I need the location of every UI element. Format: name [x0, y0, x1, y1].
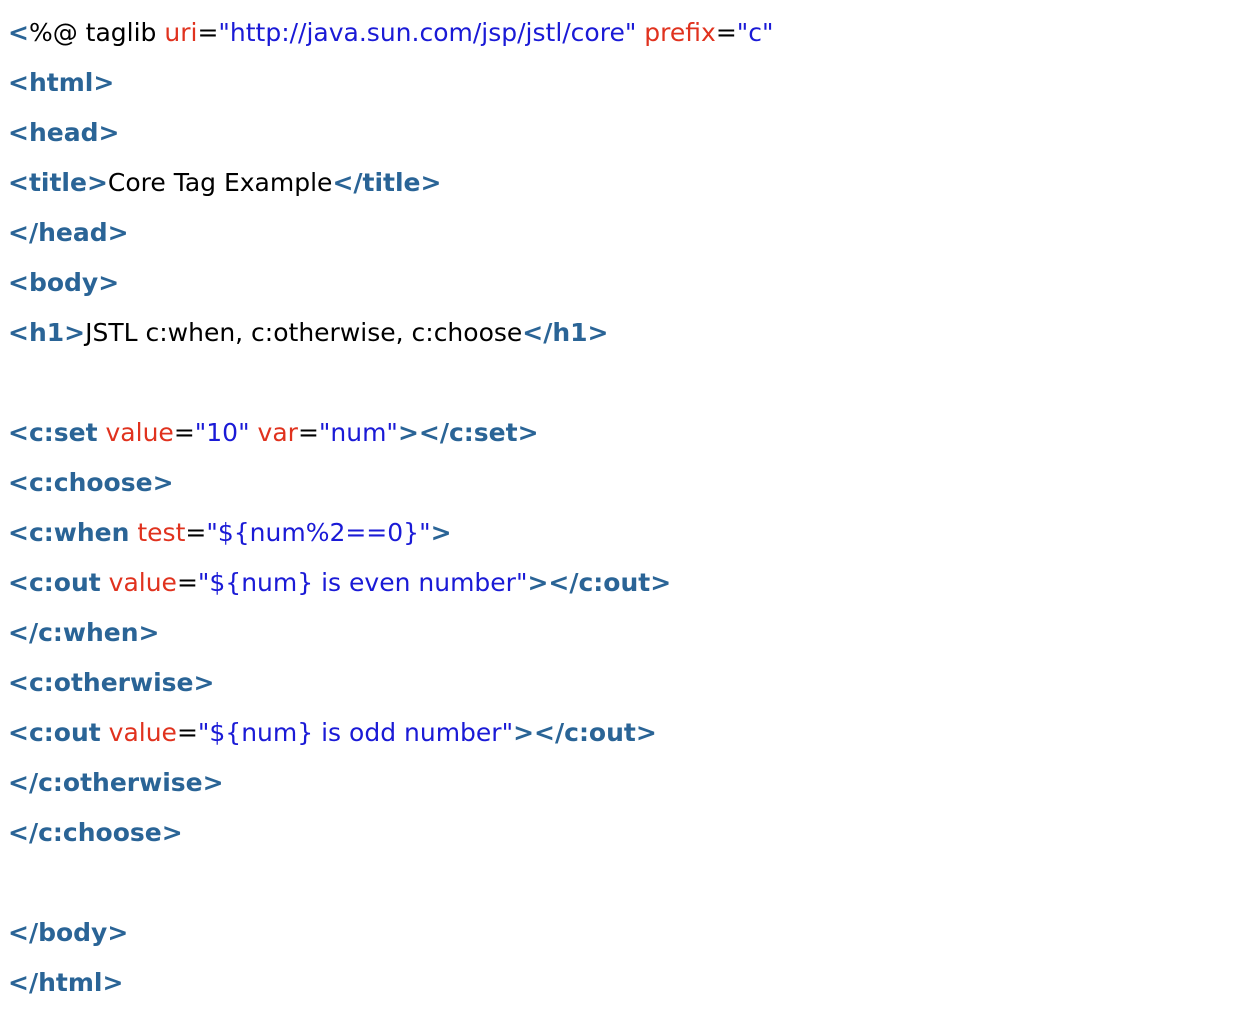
blank-line: [8, 358, 1248, 408]
blank-line: [8, 858, 1248, 908]
code-line: <c:set value="10" var="num"></c:set>: [8, 408, 1248, 458]
tag-token: </title>: [332, 168, 442, 197]
text-token: [98, 418, 106, 447]
code-line: </head>: [8, 208, 1248, 258]
tag-token: </body>: [8, 918, 129, 947]
equals-token: =: [176, 718, 198, 747]
attribute-token: value: [105, 418, 174, 447]
equals-token: =: [173, 418, 195, 447]
attribute-token: prefix: [644, 18, 716, 47]
tag-token: <c:out: [8, 568, 101, 597]
tag-token: </h1>: [522, 318, 609, 347]
value-token: "num": [318, 418, 398, 447]
tag-token: <html>: [8, 68, 115, 97]
code-line: </c:otherwise>: [8, 758, 1248, 808]
value-token: "${num} is odd number": [197, 718, 514, 747]
tag-token: ></c:out>: [513, 718, 657, 747]
tag-token: <c:out: [8, 718, 101, 747]
tag-token: <: [8, 18, 29, 47]
tag-token: <body>: [8, 268, 120, 297]
attribute-token: value: [108, 718, 177, 747]
tag-token: >: [430, 518, 452, 547]
tag-token: ></c:set>: [397, 418, 539, 447]
code-line: </c:when>: [8, 608, 1248, 658]
code-line: <c:when test="${num%2==0}">: [8, 508, 1248, 558]
equals-token: =: [176, 568, 198, 597]
code-line: <html>: [8, 58, 1248, 108]
code-line: </c:choose>: [8, 808, 1248, 858]
code-line: <title>Core Tag Example</title>: [8, 158, 1248, 208]
attribute-token: test: [137, 518, 186, 547]
tag-token: <h1>: [8, 318, 86, 347]
value-token: "${num%2==0}": [206, 518, 431, 547]
tag-token: </c:when>: [8, 618, 160, 647]
value-token: "http://java.sun.com/jsp/jstl/core": [218, 18, 637, 47]
attribute-token: uri: [164, 18, 198, 47]
value-token: "c": [736, 18, 774, 47]
tag-token: <title>: [8, 168, 108, 197]
code-line: <head>: [8, 108, 1248, 158]
attribute-token: value: [108, 568, 177, 597]
attribute-token: var: [257, 418, 298, 447]
text-token: %@ taglib: [28, 18, 165, 47]
equals-token: =: [185, 518, 207, 547]
tag-token: <c:choose>: [8, 468, 174, 497]
tag-token: ></c:out>: [527, 568, 672, 597]
text-token: [101, 568, 109, 597]
code-line: <c:choose>: [8, 458, 1248, 508]
text-token: Core Tag Example: [107, 168, 333, 197]
value-token: "${num} is even number": [197, 568, 528, 597]
tag-token: <c:when: [8, 518, 130, 547]
text-token: [101, 718, 109, 747]
equals-token: =: [715, 18, 737, 47]
tag-token: <head>: [8, 118, 120, 147]
tag-token: <c:otherwise>: [8, 668, 215, 697]
code-line: </body>: [8, 908, 1248, 958]
tag-token: </html>: [8, 968, 124, 997]
value-token: "10": [194, 418, 250, 447]
equals-token: =: [297, 418, 319, 447]
code-listing: <%@ taglib uri="http://java.sun.com/jsp/…: [8, 8, 1248, 1008]
tag-token: </head>: [8, 218, 129, 247]
code-line: <body>: [8, 258, 1248, 308]
code-line: <c:out value="${num} is even number"></c…: [8, 558, 1248, 608]
code-line: </html>: [8, 958, 1248, 1008]
tag-token: </c:otherwise>: [8, 768, 224, 797]
tag-token: </c:choose>: [8, 818, 183, 847]
code-line: <%@ taglib uri="http://java.sun.com/jsp/…: [8, 8, 1248, 58]
equals-token: =: [197, 18, 219, 47]
code-line: <c:otherwise>: [8, 658, 1248, 708]
text-token: [250, 418, 258, 447]
text-token: JSTL c:when, c:otherwise, c:choose: [85, 318, 523, 347]
tag-token: <c:set: [8, 418, 98, 447]
code-line: <c:out value="${num} is odd number"></c:…: [8, 708, 1248, 758]
code-line: <h1>JSTL c:when, c:otherwise, c:choose</…: [8, 308, 1248, 358]
